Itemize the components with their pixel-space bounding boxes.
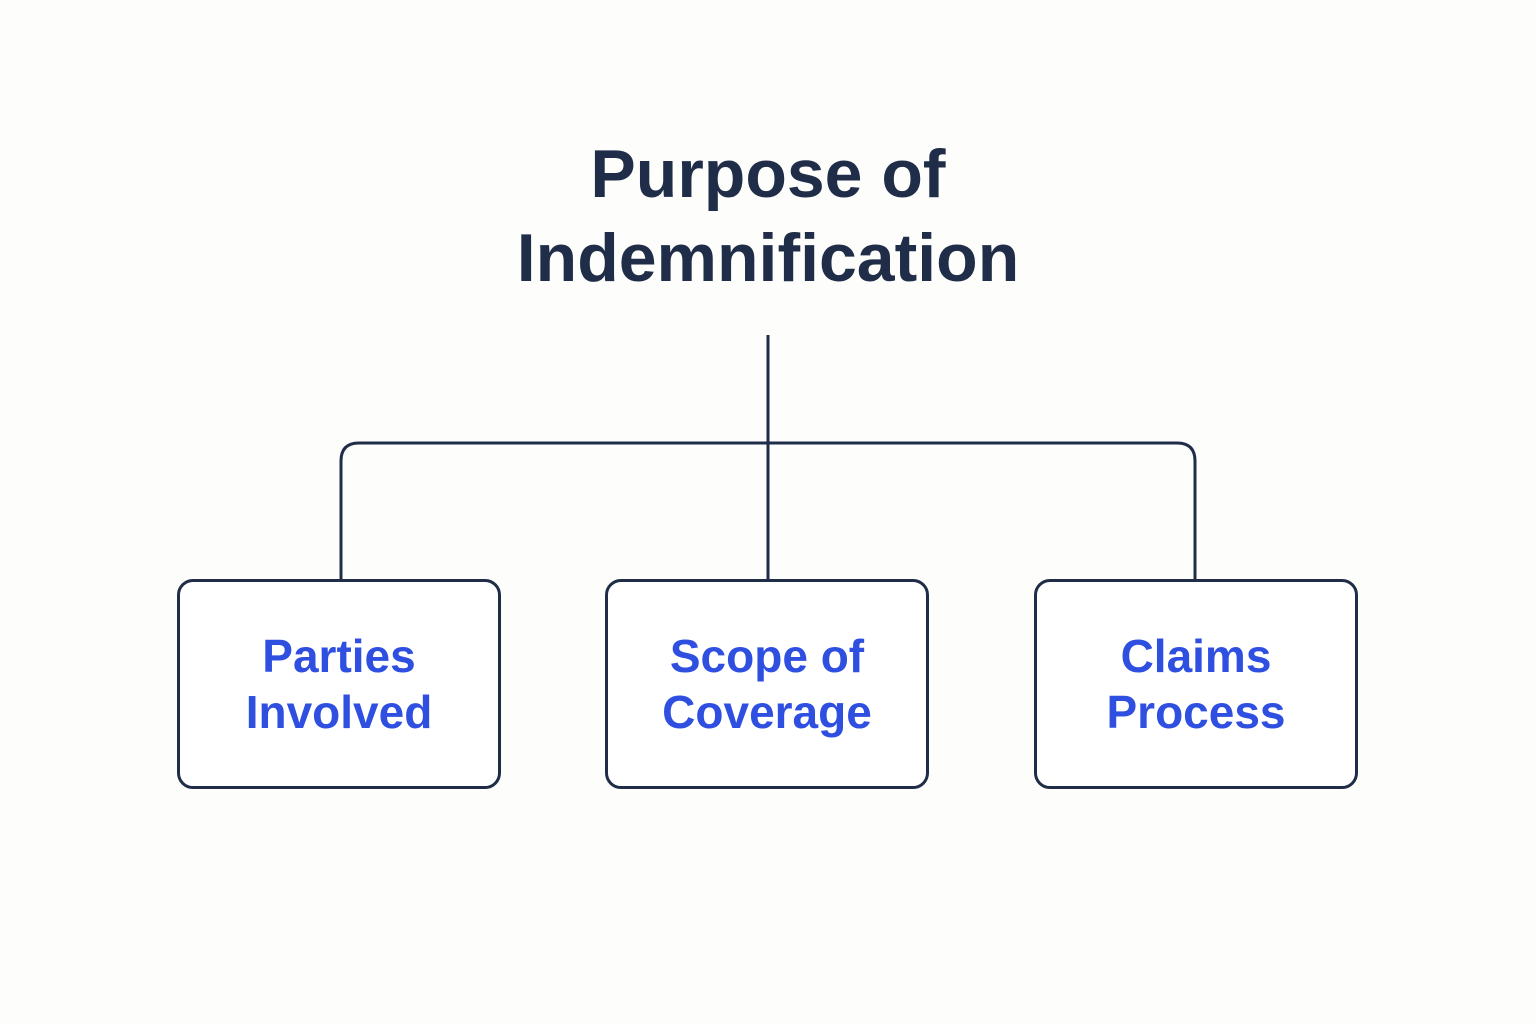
- node-label-line-1: Scope of: [669, 630, 865, 682]
- diagram-title-line-1: Purpose of: [590, 136, 946, 212]
- node-label-line-1: Parties: [262, 630, 416, 682]
- node-label-line-2: Coverage: [662, 686, 872, 738]
- diagram-title: Purpose of Indemnification: [368, 132, 1168, 300]
- node-label-line-1: Claims: [1120, 630, 1272, 682]
- node-label-line-2: Involved: [245, 686, 433, 738]
- node-parties-involved: Parties Involved: [177, 579, 501, 789]
- branch-connector: [339, 441, 1197, 579]
- node-claims-process: Claims Process: [1034, 579, 1358, 789]
- node-scope-of-coverage: Scope of Coverage: [605, 579, 929, 789]
- node-label-line-2: Process: [1106, 686, 1286, 738]
- diagram-title-line-2: Indemnification: [516, 220, 1020, 296]
